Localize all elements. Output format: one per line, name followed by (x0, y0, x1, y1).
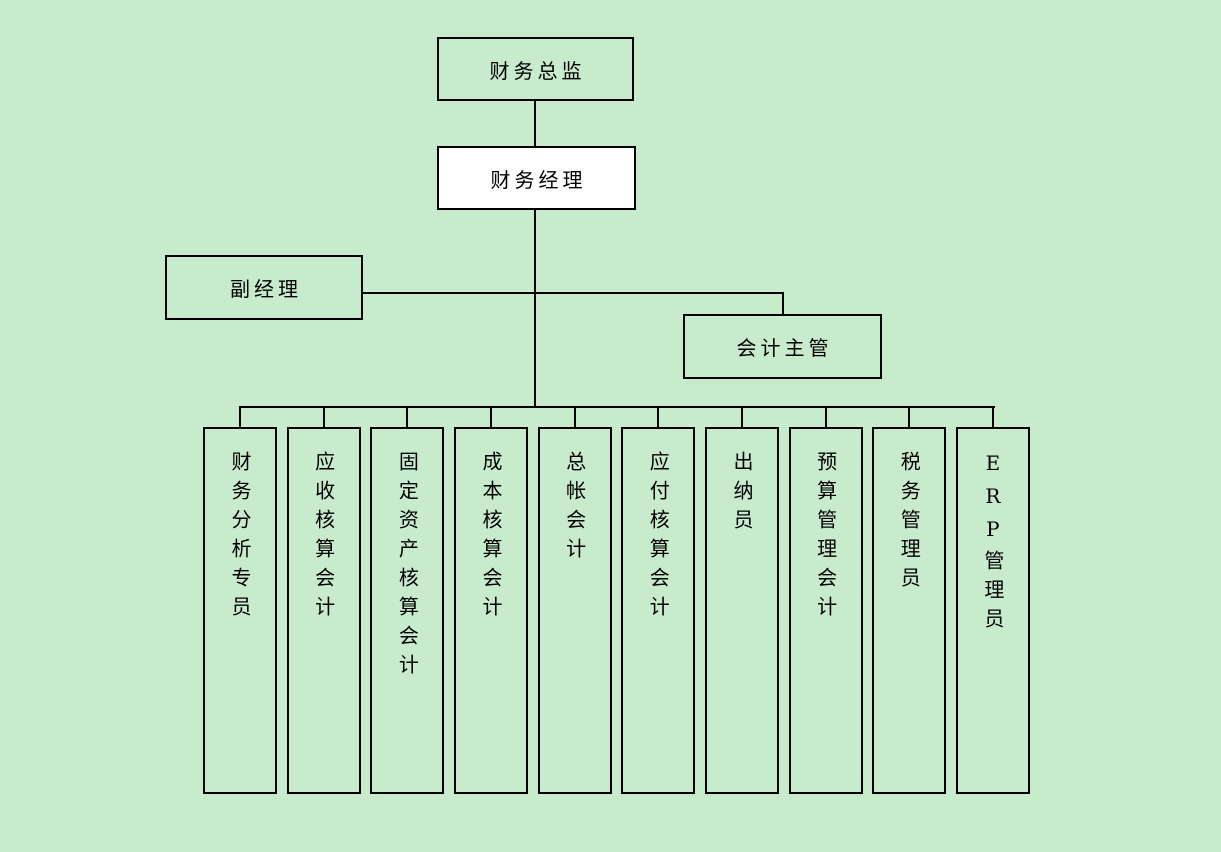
connector-stub (322, 406, 325, 427)
position-node[interactable]: ERP管理员 (955, 427, 1030, 794)
node-finance-manager-label: 财务经理 (490, 167, 587, 192)
connector-stub (489, 406, 492, 427)
node-deputy-manager[interactable]: 副经理 (165, 255, 363, 320)
position-node[interactable]: 出纳员 (704, 427, 779, 794)
position-cell: 固定资产核算会计 (370, 406, 445, 794)
connector-stub (239, 406, 241, 427)
position-node[interactable]: 应收核算会计 (286, 427, 361, 794)
node-finance-director[interactable]: 财务总监 (437, 37, 634, 101)
connector-supervisor-stub (782, 292, 784, 315)
position-node[interactable]: 固定资产核算会计 (370, 427, 445, 794)
connector-stub (740, 406, 743, 427)
connector-stub (908, 406, 911, 427)
node-finance-manager[interactable]: 财务经理 (437, 146, 636, 210)
position-label: 税务管理员 (897, 451, 922, 596)
connector-stub (573, 406, 576, 427)
position-cell: 税务管理员 (872, 406, 947, 794)
connector-director-to-manager (534, 101, 536, 147)
connector-stub (657, 406, 660, 427)
connector-stub (991, 406, 994, 427)
position-node[interactable]: 财务分析专员 (203, 427, 277, 794)
position-label: 成本核算会计 (478, 451, 503, 625)
node-finance-director-label: 财务总监 (489, 58, 586, 83)
position-row: 财务分析专员 应收核算会计 固定资产核算会计 成本核算会计 (203, 406, 1030, 794)
position-cell: 应收核算会计 (286, 406, 361, 794)
position-label: 预算管理会计 (813, 451, 838, 625)
position-cell: 财务分析专员 (203, 406, 277, 794)
position-cell: 成本核算会计 (453, 406, 528, 794)
node-accounting-supervisor-label: 会计主管 (736, 336, 833, 360)
position-label: 出纳员 (729, 451, 754, 538)
position-node[interactable]: 总帐会计 (537, 427, 612, 794)
position-cell: 应付核算会计 (621, 406, 696, 794)
position-label: 应收核算会计 (311, 451, 336, 625)
connector-stub (824, 406, 827, 427)
connector-stub (406, 406, 409, 427)
node-deputy-manager-label: 副经理 (230, 277, 302, 301)
connector-positions-bus (240, 406, 995, 408)
position-cell: 出纳员 (704, 406, 779, 794)
position-label: 固定资产核算会计 (395, 451, 420, 683)
position-cell: 总帐会计 (537, 406, 612, 794)
position-node[interactable]: 应付核算会计 (621, 427, 696, 794)
position-label: 应付核算会计 (646, 451, 671, 625)
position-node[interactable]: 预算管理会计 (788, 427, 863, 794)
connector-manager-trunk (534, 209, 536, 408)
position-cell: 预算管理会计 (788, 406, 863, 794)
node-accounting-supervisor[interactable]: 会计主管 (683, 314, 882, 379)
position-label: 财务分析专员 (228, 451, 252, 625)
position-cell: ERP管理员 (955, 406, 1030, 794)
connector-deputy-to-supervisor (363, 292, 784, 294)
position-node[interactable]: 成本核算会计 (453, 427, 528, 794)
position-label: 总帐会计 (562, 451, 587, 567)
position-label: ERP管理员 (980, 451, 1005, 637)
position-node[interactable]: 税务管理员 (872, 427, 947, 794)
